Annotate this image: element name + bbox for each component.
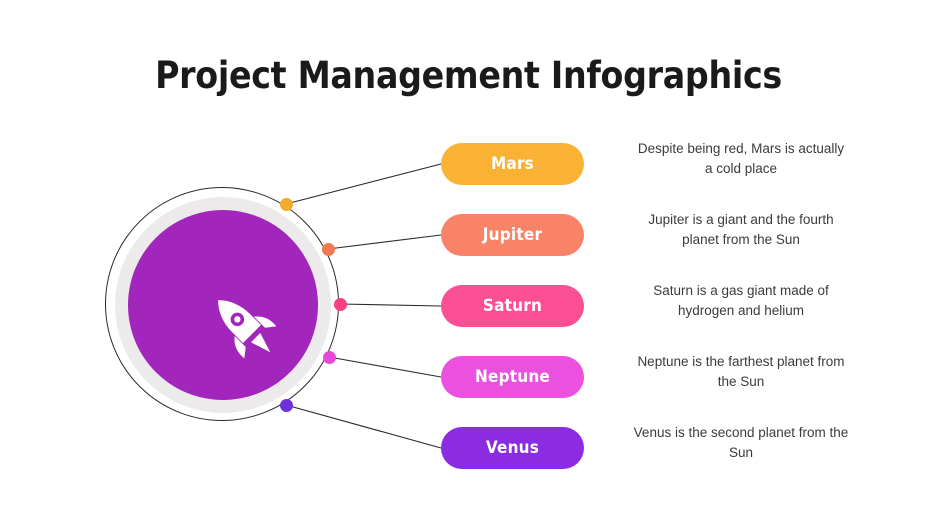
label-pill-jupiter[interactable]: Jupiter <box>441 214 584 256</box>
label-pill-saturn[interactable]: Saturn <box>441 285 584 327</box>
item-description-neptune: Neptune is the farthest planet from the … <box>637 354 845 389</box>
center-orbit-graphic <box>105 187 341 423</box>
page-title: Project Management Infographics <box>155 54 782 97</box>
label-pill-text: Mars <box>491 154 534 174</box>
label-pill-venus[interactable]: Venus <box>441 427 584 469</box>
item-description-saturn: Saturn is a gas giant made of hydrogen a… <box>653 283 829 318</box>
orbit-dot-mars <box>280 198 293 211</box>
connector-line-neptune <box>328 356 442 378</box>
orbit-dot-neptune <box>323 351 336 364</box>
item-description-venus: Venus is the second planet from the Sun <box>633 425 849 460</box>
label-pill-text: Venus <box>485 438 540 458</box>
label-pill-text: Saturn <box>482 296 543 316</box>
orbit-dot-jupiter <box>322 243 335 256</box>
label-pill-neptune[interactable]: Neptune <box>441 356 584 398</box>
label-pill-mars[interactable]: Mars <box>441 143 584 185</box>
label-pill-text: Jupiter <box>482 225 543 245</box>
orbit-dot-venus <box>280 399 293 412</box>
connector-line-saturn <box>339 303 442 307</box>
connector-line-jupiter <box>327 234 442 250</box>
label-pill-text: Neptune <box>475 367 550 387</box>
orbit-outline-ring <box>105 187 339 421</box>
orbit-dot-saturn <box>334 298 347 311</box>
item-description-mars: Despite being red, Mars is actually a co… <box>637 141 845 176</box>
item-description-jupiter: Jupiter is a giant and the fourth planet… <box>648 212 834 247</box>
